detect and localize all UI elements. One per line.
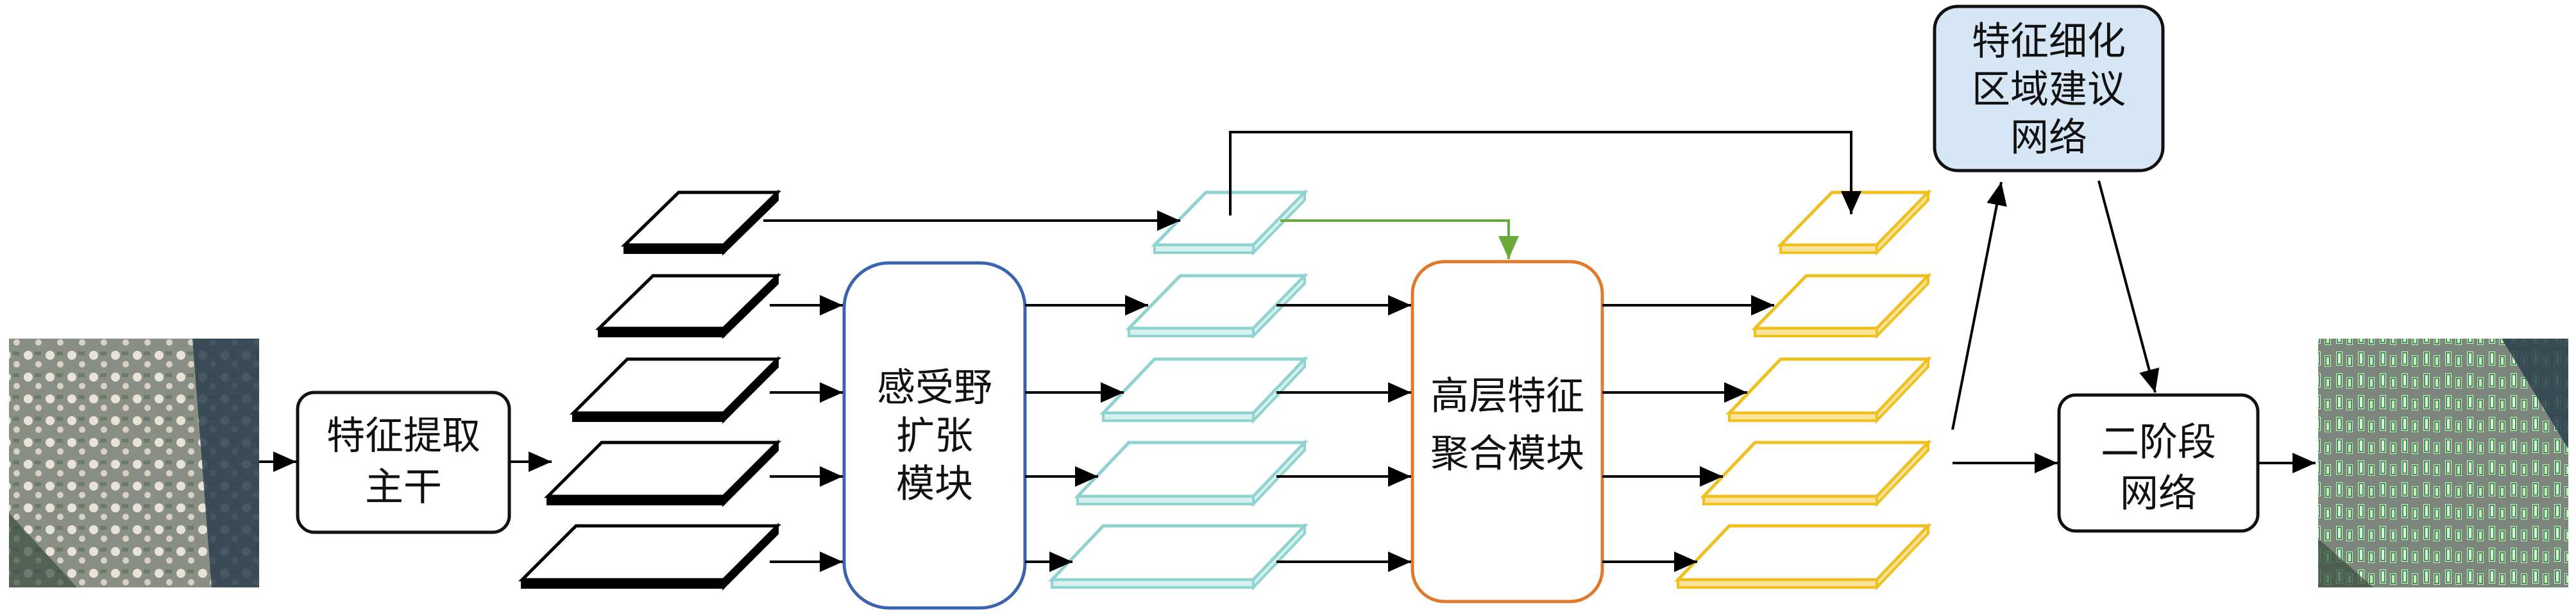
arrow-top-cyan-to-top-yellow — [1229, 131, 1861, 215]
two-stage-line-2: 网络 — [2120, 471, 2197, 516]
expanded-feature-map-5 — [1048, 523, 1309, 591]
hlfa-line-1: 高层特征 — [1430, 374, 1584, 419]
backbone-feature-map-3 — [569, 356, 782, 424]
expanded-feature-map-4 — [1074, 439, 1309, 507]
frpn-line-1: 特征细化 — [1972, 19, 2126, 64]
feature-refinement-rpn-box: 特征细化 区域建议 网络 — [1933, 4, 2165, 173]
input-satellite-image — [9, 339, 259, 587]
backbone-feature-map-4 — [543, 439, 782, 507]
rfe-line-1: 感受野 — [877, 366, 992, 410]
two-stage-line-1: 二阶段 — [2101, 420, 2216, 465]
two-stage-network-box: 二阶段 网络 — [2057, 393, 2260, 533]
frpn-line-3: 网络 — [2010, 115, 2087, 160]
receptive-field-expansion-box: 感受野 扩张 模块 — [842, 261, 1027, 610]
backbone-line-1: 特征提取 — [326, 414, 480, 459]
aggregated-feature-map-4 — [1700, 439, 1932, 507]
arrow-frpn-to-two-stage — [2097, 180, 2160, 393]
aggregated-feature-map-1 — [1777, 189, 1932, 256]
rfe-line-2: 扩张 — [896, 414, 973, 459]
backbone-box: 特征提取 主干 — [296, 391, 511, 534]
expanded-feature-map-3 — [1099, 356, 1309, 424]
hlfa-line-2: 聚合模块 — [1430, 432, 1584, 476]
backbone-line-2: 主干 — [365, 465, 442, 510]
backbone-feature-map-1 — [620, 189, 782, 256]
aggregated-feature-map-3 — [1725, 356, 1932, 424]
arrow-top-cyan-to-hlfa — [1280, 219, 1519, 259]
aggregated-feature-map-2 — [1751, 273, 1932, 339]
output-satellite-image — [2318, 339, 2568, 587]
backbone-feature-maps — [518, 189, 782, 591]
arrow-to-frpn — [1951, 181, 2007, 430]
rfe-line-3: 模块 — [896, 462, 973, 507]
flow-arrows — [259, 131, 2316, 572]
aggregated-feature-map-5 — [1674, 523, 1932, 591]
high-level-feature-aggregation-box: 高层特征 聚合模块 — [1411, 260, 1604, 603]
backbone-feature-map-2 — [595, 273, 782, 339]
frpn-line-2: 区域建议 — [1972, 67, 2126, 112]
aggregated-feature-maps — [1674, 189, 1932, 591]
expanded-feature-map-1 — [1151, 189, 1309, 256]
backbone-feature-map-5 — [518, 523, 782, 591]
expanded-feature-maps — [1048, 189, 1309, 591]
